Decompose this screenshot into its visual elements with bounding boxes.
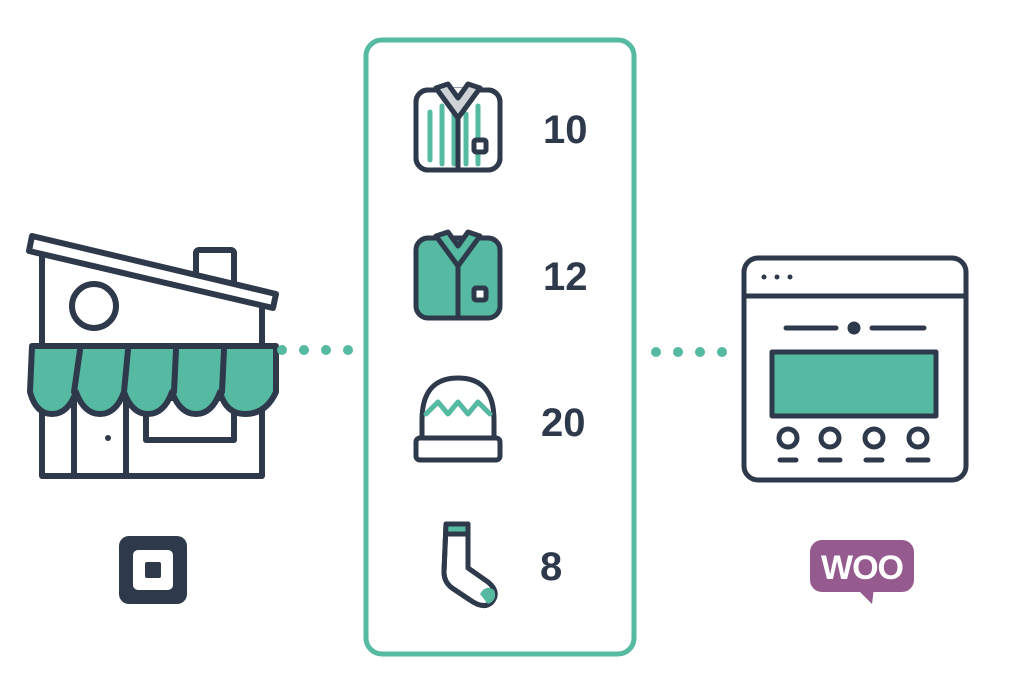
sock-icon <box>441 521 498 608</box>
folded-shirt-icon <box>413 229 503 321</box>
square-logo-icon <box>119 536 187 604</box>
storefront-icon <box>26 233 279 479</box>
quantity-striped-shirt: 10 <box>543 108 588 152</box>
inventory-panel <box>363 37 637 657</box>
striped-shirt-icon <box>413 81 503 173</box>
quantity-folded-shirt: 12 <box>543 255 588 299</box>
left-connector-dots <box>277 345 353 355</box>
quantity-sock: 8 <box>540 545 562 589</box>
right-connector-dots <box>651 347 727 357</box>
web-store-browser-icon <box>741 255 969 483</box>
beanie-icon <box>413 375 503 463</box>
quantity-beanie: 20 <box>541 401 586 445</box>
woo-logo-text: WOO <box>821 549 904 587</box>
woo-logo-icon: WOO <box>810 540 914 604</box>
